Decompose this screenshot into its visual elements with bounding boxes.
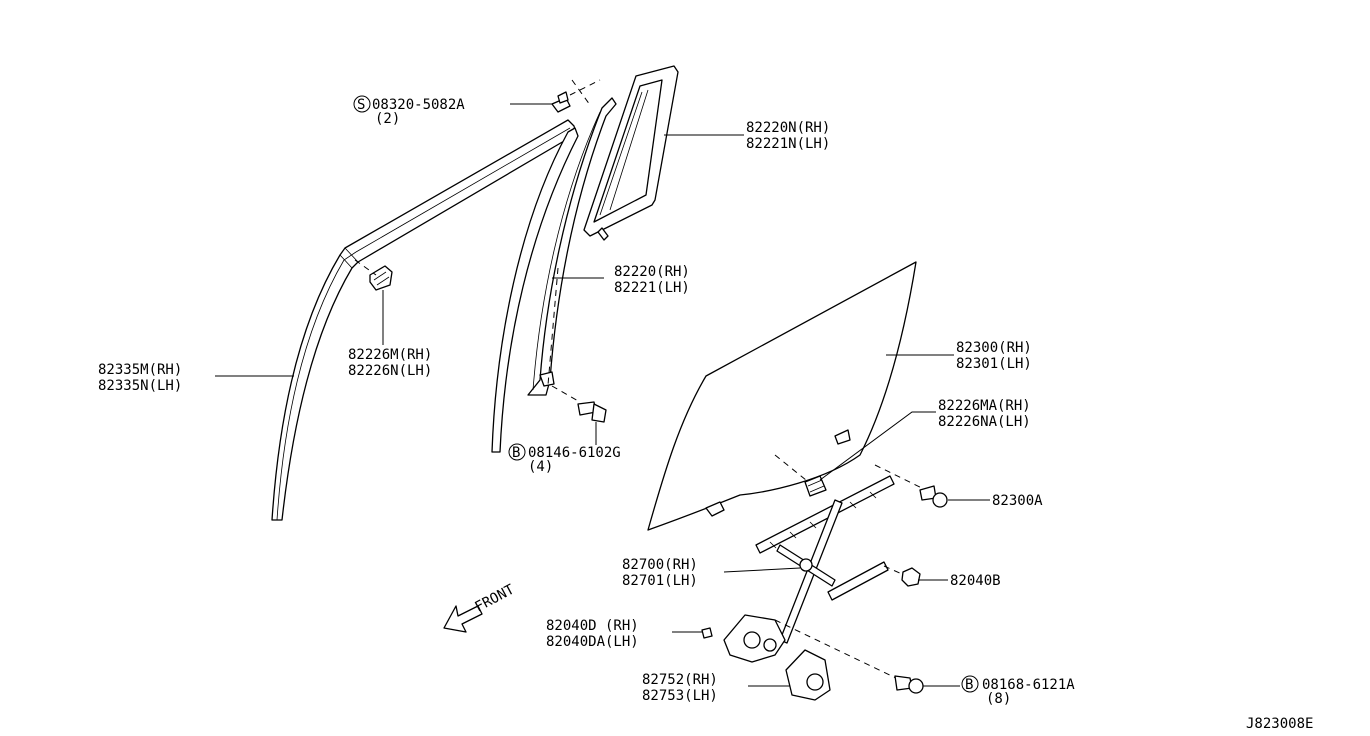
door-glass-part <box>647 261 917 531</box>
mid-bolt-part <box>547 267 607 423</box>
part-number-lh: 82221(LH) <box>614 280 690 296</box>
bottom-bolt-part <box>894 675 924 694</box>
part-number-rh: 82220N(RH) <box>746 120 830 136</box>
callout-bolt-bottom: B 08168-6121A (8) <box>961 675 1075 707</box>
regulator-motor-part <box>701 614 901 701</box>
callout-motor: 82752(RH) 82753(LH) <box>642 672 718 704</box>
front-label: FRONT <box>472 581 517 615</box>
part-number-lh: 82226N(LH) <box>348 363 432 379</box>
part-number-rh: 82226M(RH) <box>348 347 432 363</box>
front-direction-arrow: FRONT <box>443 581 518 633</box>
prefix-b-mark: B <box>512 445 520 461</box>
callout-moulding: 82335M(RH) 82335N(LH) <box>98 362 182 394</box>
part-number: 82300A <box>992 493 1043 509</box>
callout-upper-clip: 82226M(RH) 82226N(LH) <box>348 347 432 379</box>
part-number-rh: 82752(RH) <box>642 672 718 688</box>
part-number: 08168-6121A <box>982 677 1075 693</box>
quantity: (2) <box>375 111 400 127</box>
prefix-s-mark: S <box>357 97 365 113</box>
quantity: (4) <box>528 459 553 475</box>
callout-inner-sash: 82220N(RH) 82221N(LH) <box>746 120 830 152</box>
part-number-lh: 82301(LH) <box>956 356 1032 372</box>
top-screw-part <box>551 79 601 113</box>
regulator-nut-part <box>883 565 921 587</box>
callout-center-sash: 82220(RH) 82221(LH) <box>614 264 690 296</box>
part-number-lh: 82040DA(LH) <box>546 634 639 650</box>
part-number: 08320-5082A <box>372 97 465 113</box>
part-number-rh: 82700(RH) <box>622 557 698 573</box>
quantity: (8) <box>986 691 1011 707</box>
window-regulator-part <box>755 475 895 644</box>
callout-glass-bolt: 82300A <box>992 493 1043 509</box>
glass-bolt-part <box>919 485 948 508</box>
part-number-lh: 82335N(LH) <box>98 378 182 394</box>
callout-nut: 82040B <box>950 573 1001 589</box>
part-number-rh: 82220(RH) <box>614 264 690 280</box>
inner-sash-part <box>583 65 679 241</box>
part-number-lh: 82221N(LH) <box>746 136 830 152</box>
callout-screw-top: S 08320-5082A (2) <box>353 95 465 127</box>
callout-bolt-mid: B 08146-6102G (4) <box>508 443 621 475</box>
part-number: 82040B <box>950 573 1001 589</box>
part-number-rh: 82335M(RH) <box>98 362 182 378</box>
callout-regulator: 82700(RH) 82701(LH) <box>622 557 698 589</box>
part-number-lh: 82226NA(LH) <box>938 414 1031 430</box>
upper-clip-part <box>354 259 393 291</box>
part-number: 08146-6102G <box>528 445 621 461</box>
callout-glass: 82300(RH) 82301(LH) <box>956 340 1032 372</box>
part-number-lh: 82753(LH) <box>642 688 718 704</box>
callout-glass-clip: 82226MA(RH) 82226NA(LH) <box>938 398 1031 430</box>
leader-lines <box>215 103 990 687</box>
part-number-rh: 82040D (RH) <box>546 618 639 634</box>
diagram-id: J823008E <box>1246 716 1313 732</box>
part-number-lh: 82701(LH) <box>622 573 698 589</box>
prefix-b-mark: B <box>965 677 973 693</box>
callout-grommet: 82040D (RH) 82040DA(LH) <box>546 618 639 650</box>
part-number-rh: 82300(RH) <box>956 340 1032 356</box>
part-number-rh: 82226MA(RH) <box>938 398 1031 414</box>
center-sash-part <box>491 97 617 453</box>
glass-clip-part <box>774 454 931 497</box>
